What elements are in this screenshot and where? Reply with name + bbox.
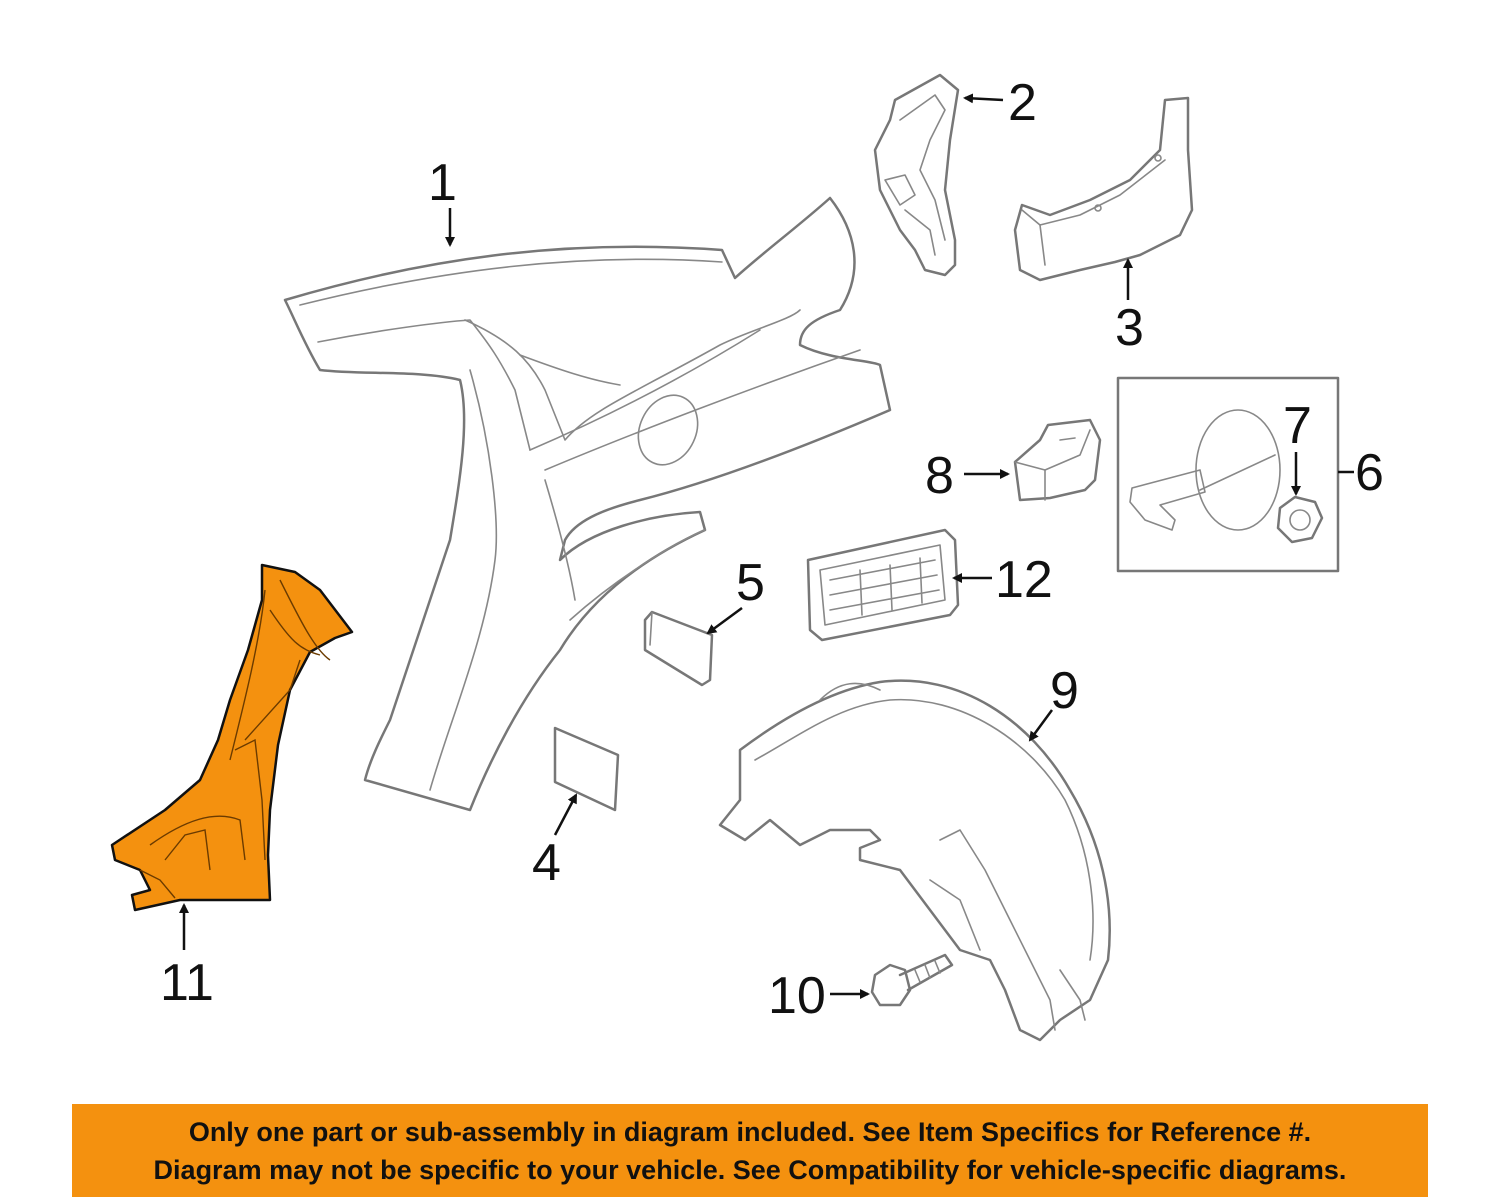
part-9-wheelhouse-liner xyxy=(718,679,1111,1042)
callout-label-8: 8 xyxy=(925,447,954,505)
callout-8: 8 xyxy=(925,447,1010,505)
part-8-housing xyxy=(1013,418,1102,502)
disclaimer-line-1: Only one part or sub-assembly in diagram… xyxy=(188,1116,1312,1147)
callout-3: 3 xyxy=(1115,258,1144,357)
callout-label-6: 6 xyxy=(1355,444,1384,502)
callout-label-9: 9 xyxy=(1050,662,1079,720)
callout-label-11: 11 xyxy=(160,954,214,1012)
part-6-fuel-door-assembly xyxy=(1116,376,1340,573)
part-10-bolt xyxy=(870,953,954,1007)
callout-label-3: 3 xyxy=(1115,299,1144,357)
callout-label-1: 1 xyxy=(428,154,457,212)
callout-label-7: 7 xyxy=(1283,397,1312,455)
callout-9: 9 xyxy=(1028,662,1079,742)
part-5-plug xyxy=(643,610,714,687)
callout-6: 6 xyxy=(1338,444,1384,502)
callout-label-2: 2 xyxy=(1008,74,1037,132)
callout-label-5: 5 xyxy=(736,554,765,612)
part-12-air-vent xyxy=(806,528,960,642)
callout-1: 1 xyxy=(428,154,457,247)
callout-label-12: 12 xyxy=(995,551,1053,609)
callout-12: 12 xyxy=(952,551,1053,609)
part-3-reinforcement xyxy=(1013,96,1194,282)
part-11-highlighted-panel xyxy=(110,563,354,912)
callout-2: 2 xyxy=(963,74,1037,132)
callout-11: 11 xyxy=(160,903,214,1012)
disclaimer-banner: Only one part or sub-assembly in diagram… xyxy=(72,1104,1428,1197)
disclaimer-line-2: Diagram may not be specific to your vehi… xyxy=(153,1154,1347,1185)
callout-label-10: 10 xyxy=(768,967,826,1025)
callout-label-4: 4 xyxy=(532,834,561,892)
part-1-quarter-panel xyxy=(283,196,892,812)
callout-4: 4 xyxy=(532,793,578,892)
callout-7: 7 xyxy=(1283,397,1312,496)
callout-5: 5 xyxy=(706,554,765,635)
callout-10: 10 xyxy=(768,967,870,1025)
part-2-bracket xyxy=(873,73,960,277)
part-4-pad xyxy=(553,726,620,812)
